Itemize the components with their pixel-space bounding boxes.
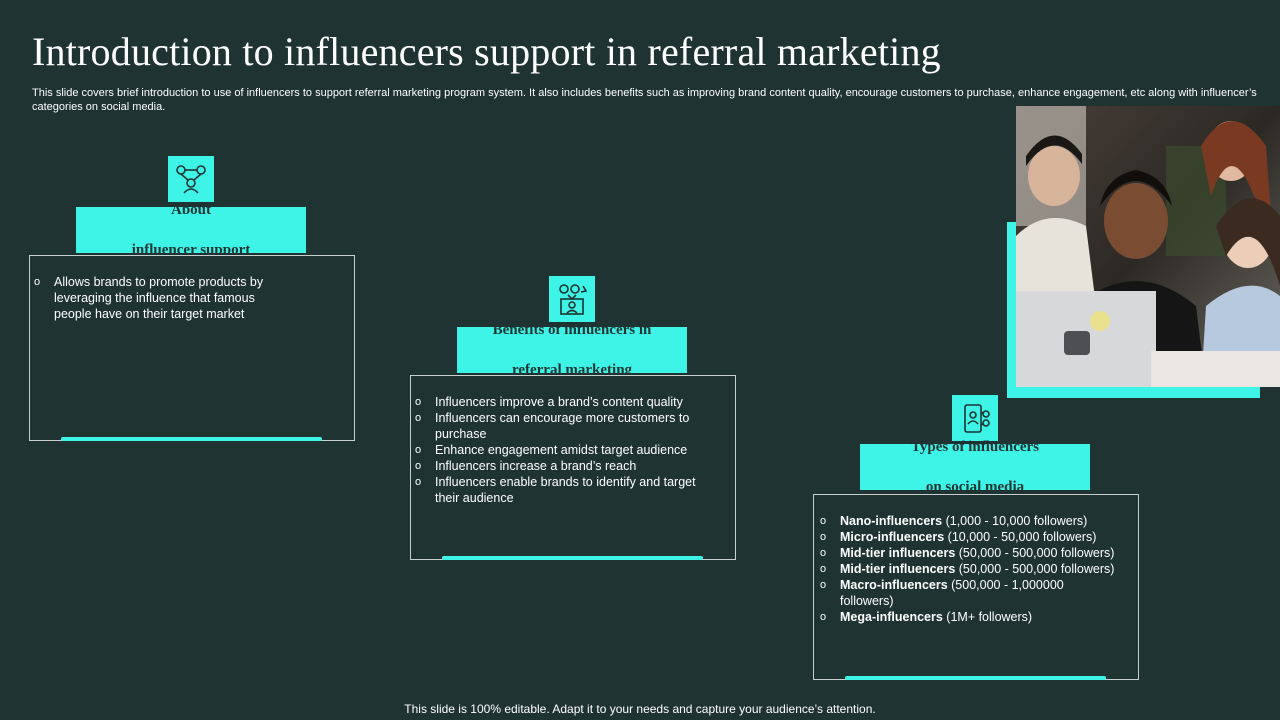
list-item-text: Enhance engagement amidst target audienc… bbox=[435, 443, 688, 457]
list-item-text: Allows brands to promote products by lev… bbox=[54, 275, 264, 321]
influencer-type-range: (1,000 - 10,000 followers) bbox=[942, 514, 1088, 528]
about-influencer-header: About influencer support bbox=[76, 202, 306, 258]
bullet-icon: o bbox=[415, 460, 422, 472]
influencer-type-name: Micro-influencers bbox=[840, 530, 945, 544]
list-item: o Influencers increase a brand’s reach bbox=[415, 458, 715, 474]
slide-footer: This slide is 100% editable. Adapt it to… bbox=[404, 702, 876, 716]
list-item-text: Influencers increase a brand’s reach bbox=[435, 459, 637, 473]
bullet-icon: o bbox=[820, 531, 827, 543]
slide-title: Introduction to influencers support in r… bbox=[32, 29, 941, 74]
list-item: o Mid-tier influencers (50,000 - 500,000 … bbox=[820, 561, 1118, 577]
bullet-icon: o bbox=[415, 476, 422, 488]
list-item: o Influencers improve a brand’s content q… bbox=[415, 394, 715, 410]
team-photo-illustration bbox=[1016, 106, 1280, 387]
header-line-1: About bbox=[170, 202, 211, 218]
list-item: o Micro-influencers (10,000 - 50,000 foll… bbox=[820, 529, 1118, 545]
benefits-content: o Influencers improve a brand’s content q… bbox=[410, 375, 736, 560]
header-line-1: Benefits of influencers in bbox=[492, 322, 652, 338]
social-media-user-icon bbox=[549, 276, 595, 322]
list-item-text: Influencers can encourage more customers… bbox=[435, 411, 690, 441]
influencer-type-range: (500,000 - 1,000000 followers) bbox=[840, 578, 1064, 608]
list-item: o Mega-influencers (1M+ followers) bbox=[820, 609, 1118, 625]
influencer-network-icon bbox=[168, 156, 214, 202]
slide-subtitle: This slide covers brief introduction to … bbox=[32, 87, 1257, 113]
team-photo bbox=[1016, 106, 1280, 387]
types-content: o Nano-influencers (1,000 - 10,000 follow… bbox=[813, 494, 1139, 680]
list-item: o Enhance engagement amidst target audien… bbox=[415, 442, 715, 458]
underline-accent bbox=[845, 676, 1106, 680]
header-line-2: on social media bbox=[925, 479, 1025, 495]
header-line-2: referral marketing bbox=[511, 362, 633, 378]
types-header: Types of influencers on social media bbox=[860, 439, 1090, 495]
influencer-type-range: (50,000 - 500,000 followers) bbox=[955, 562, 1115, 576]
bullet-icon: o bbox=[820, 579, 827, 591]
influencer-type-range: (1M+ followers) bbox=[942, 610, 1033, 624]
header-line-1: Types of influencers bbox=[910, 439, 1040, 455]
influencer-type-name: Mega-influencers bbox=[840, 610, 943, 624]
influencer-type-range: (50,000 - 500,000 followers) bbox=[955, 546, 1115, 560]
underline-accent bbox=[442, 556, 703, 560]
influencer-type-name: Nano-influencers bbox=[840, 514, 943, 528]
underline-accent bbox=[61, 437, 322, 441]
bullet-icon: o bbox=[820, 611, 827, 623]
influencer-type-name: Mid-tier influencers bbox=[840, 562, 956, 576]
list-item: o Influencers enable brands to identify a… bbox=[415, 474, 715, 506]
header-line-2: influencer support bbox=[131, 242, 251, 258]
influencer-type-name: Mid-tier influencers bbox=[840, 546, 956, 560]
list-item: o Mid-tier influencers (50,000 - 500,000 … bbox=[820, 545, 1118, 561]
influencer-type-range: (10,000 - 50,000 followers) bbox=[944, 530, 1097, 544]
list-item-text: Influencers improve a brand’s content qu… bbox=[435, 395, 683, 409]
list-item: o Influencers can encourage more customer… bbox=[415, 410, 715, 442]
mobile-influencer-icon bbox=[952, 395, 998, 441]
bullet-icon: o bbox=[34, 276, 41, 288]
bullet-icon: o bbox=[415, 444, 422, 456]
list-item: o Macro-influencers (500,000 - 1,000000 f… bbox=[820, 577, 1118, 609]
list-item: o Allows brands to promote products by le… bbox=[34, 274, 280, 322]
bullet-icon: o bbox=[415, 412, 422, 424]
influencer-type-name: Macro-influencers bbox=[840, 578, 948, 592]
list-item: o Nano-influencers (1,000 - 10,000 follow… bbox=[820, 513, 1118, 529]
bullet-icon: o bbox=[415, 396, 422, 408]
benefits-header: Benefits of influencers in referral marke… bbox=[457, 322, 687, 378]
about-influencer-content: o Allows brands to promote products by le… bbox=[29, 255, 355, 441]
list-item-text: Influencers enable brands to identify an… bbox=[435, 475, 696, 505]
bullet-icon: o bbox=[820, 563, 827, 575]
bullet-icon: o bbox=[820, 547, 827, 559]
bullet-icon: o bbox=[820, 515, 827, 527]
